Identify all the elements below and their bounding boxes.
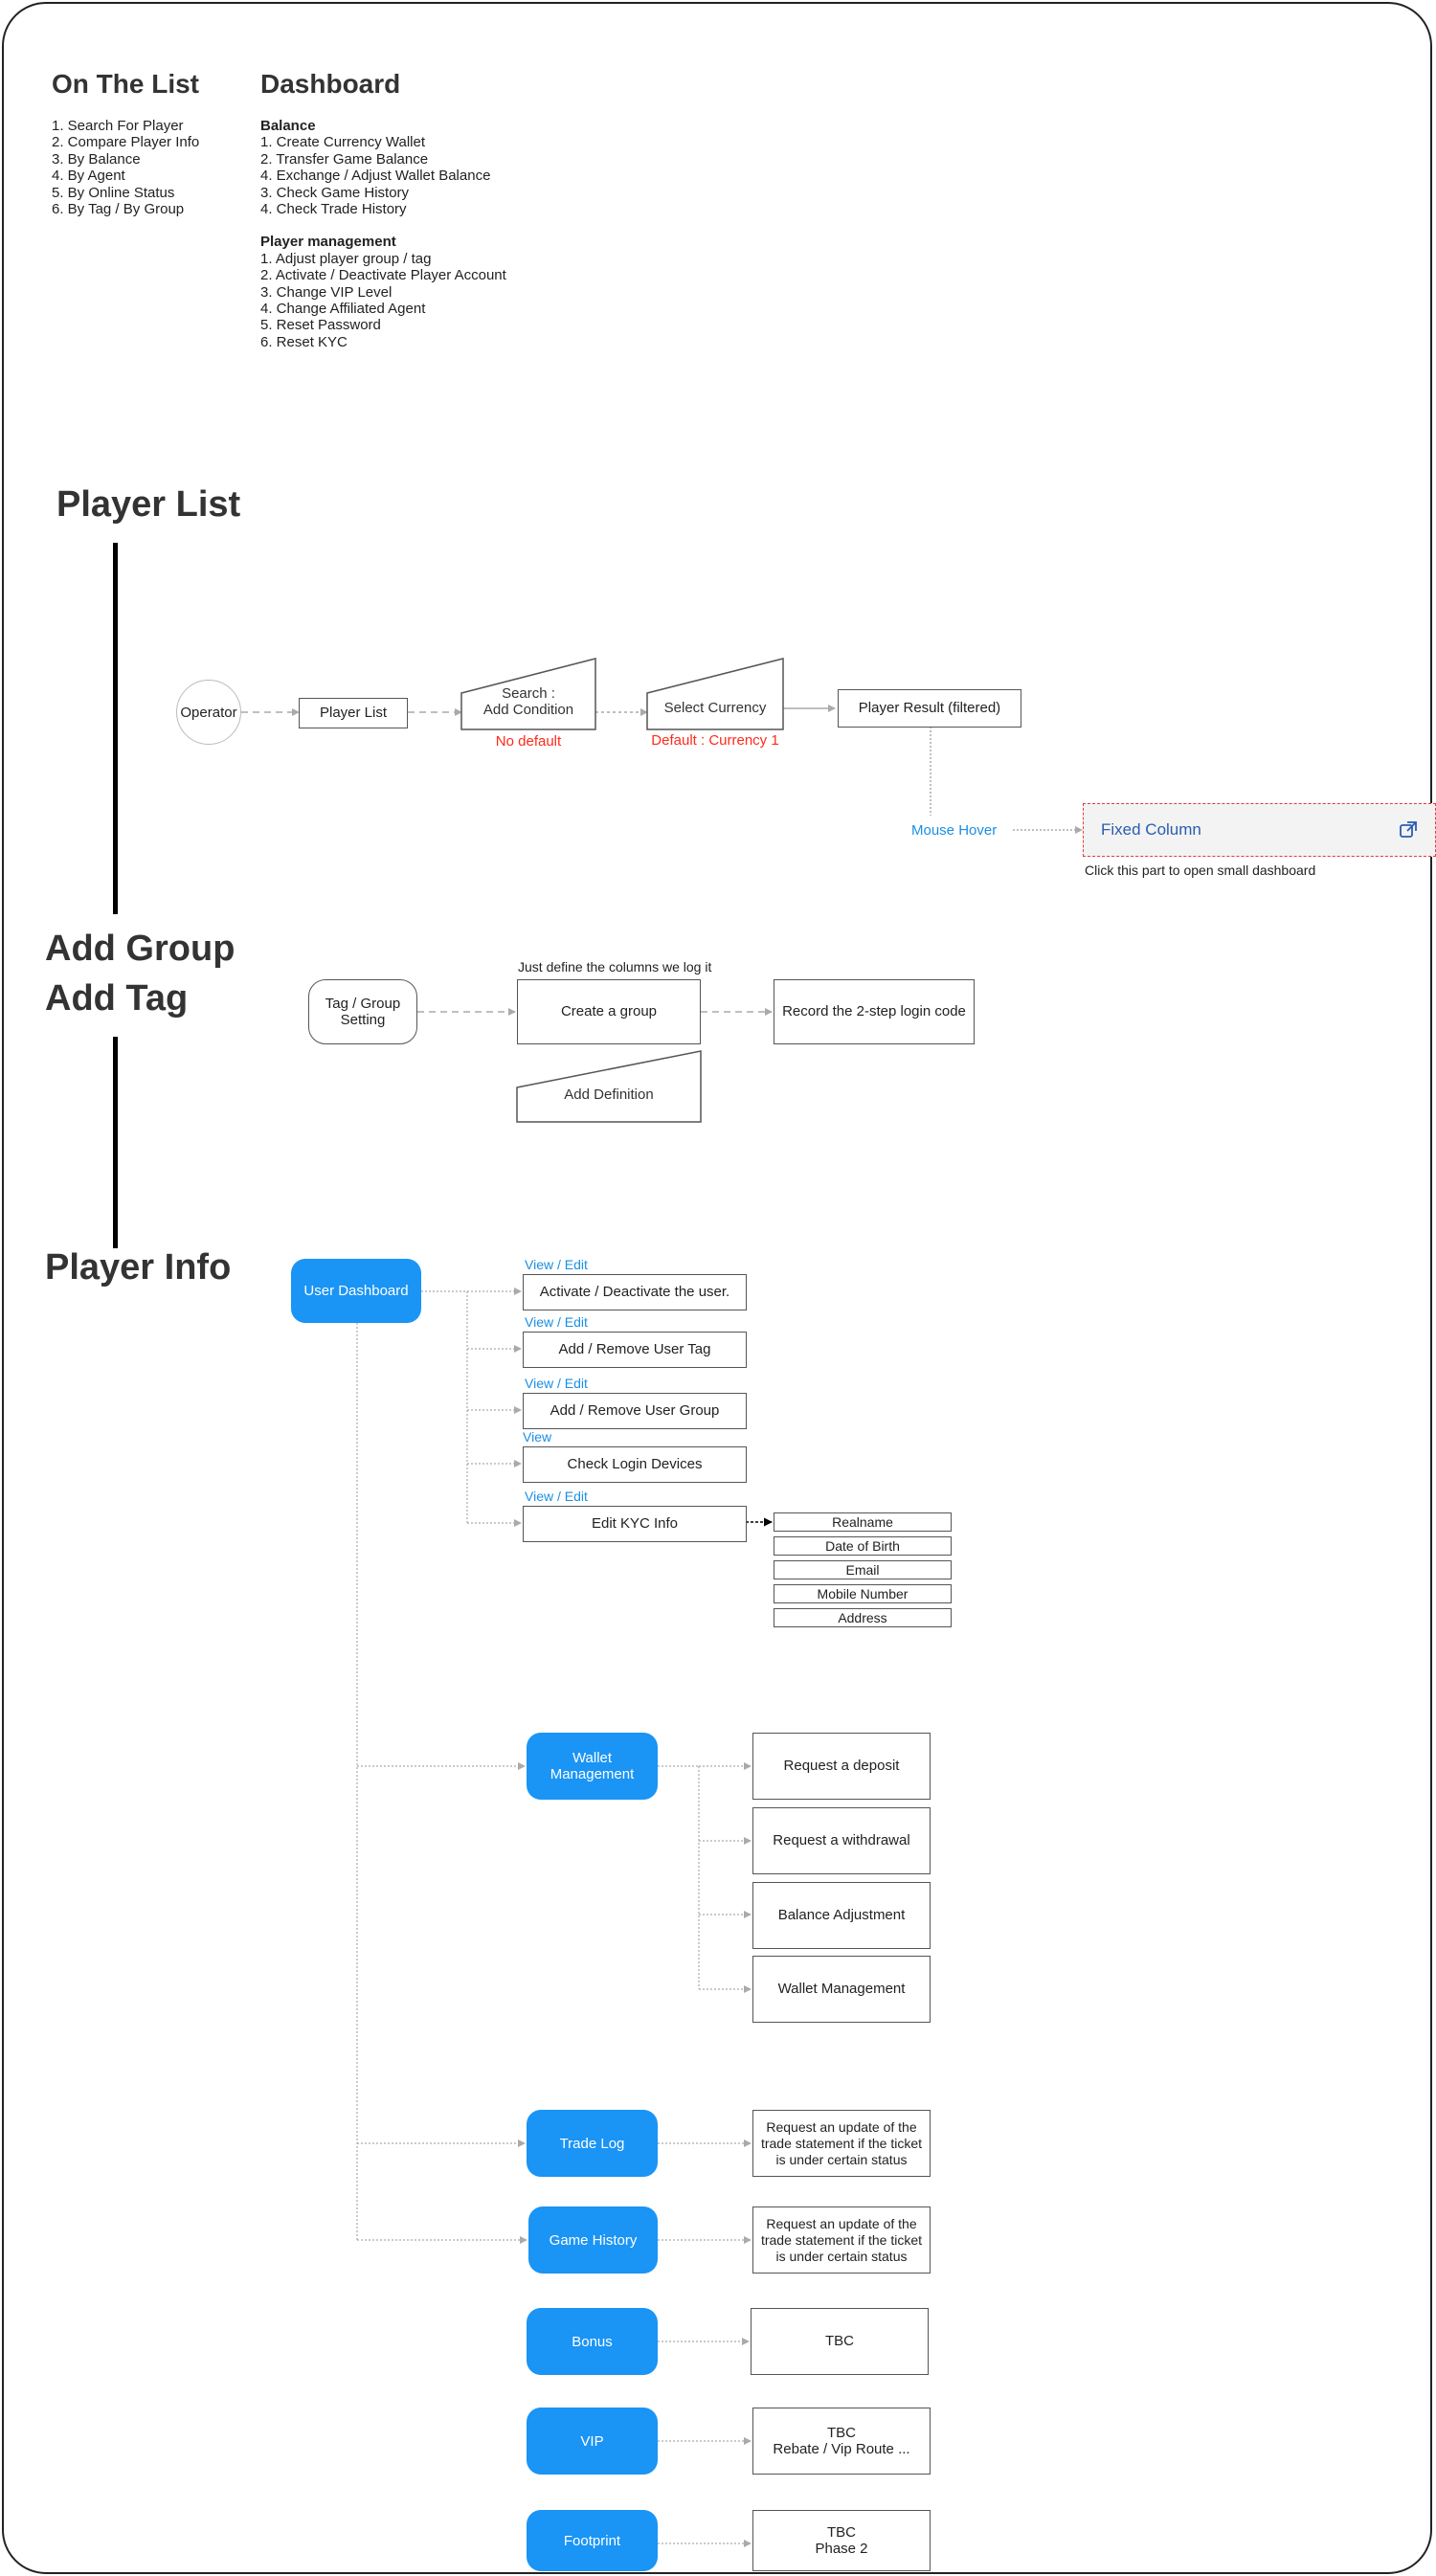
kyc-field: Address (774, 1608, 952, 1627)
vip-node: VIP (527, 2408, 658, 2475)
create-group-node: Create a group (517, 979, 701, 1044)
activate-user-node: Activate / Deactivate the user. (523, 1274, 747, 1310)
trade-log-node: Trade Log (527, 2110, 658, 2177)
add-definition-shape (516, 1050, 702, 1123)
list-item: 5. Reset Password (260, 317, 381, 334)
list-item: 4. Check Trade History (260, 201, 407, 218)
search-default-note: No default (495, 733, 562, 750)
vip-action-node: TBC Rebate / Vip Route ... (752, 2408, 931, 2475)
permission-label: View / Edit (525, 1314, 588, 1330)
fixed-column-note: Click this part to open small dashboard (1085, 862, 1316, 878)
list-item: 3. Check Game History (260, 184, 410, 201)
on-the-list-title: On The List (52, 69, 199, 99)
bonus-node: Bonus (527, 2308, 658, 2375)
wallet-management-action-node: Wallet Management (752, 1956, 931, 2023)
operator-node: Operator (176, 680, 241, 745)
kyc-field: Mobile Number (774, 1584, 952, 1603)
section-divider (113, 1037, 118, 1248)
external-link-icon[interactable] (1399, 820, 1418, 840)
select-currency-label: Select Currency (663, 700, 767, 716)
list-item: 2. Transfer Game Balance (260, 150, 429, 168)
footprint-node: Footprint (527, 2510, 658, 2571)
section-player-list: Player List (56, 484, 241, 525)
define-columns-note: Just define the columns we log it (518, 959, 712, 974)
trade-log-action-node: Request an update of the trade statement… (752, 2110, 931, 2177)
list-item: 4. Exchange / Adjust Wallet Balance (260, 168, 491, 185)
record-login-code-node: Record the 2-step login code (774, 979, 975, 1044)
list-item: 3. Change VIP Level (260, 283, 393, 301)
list-item: 2. Compare Player Info (52, 134, 200, 151)
list-item: 4. By Agent (52, 168, 125, 185)
add-definition-label: Add Definition (564, 1086, 654, 1103)
list-item: 1. Search For Player (52, 118, 184, 134)
player-management-heading: Player management (260, 234, 396, 251)
list-item: 5. By Online Status (52, 184, 175, 201)
user-tag-node: Add / Remove User Tag (523, 1332, 747, 1368)
list-item: 3. By Balance (52, 150, 141, 168)
balance-adjustment-node: Balance Adjustment (752, 1882, 931, 1949)
section-add-group: Add Group (45, 929, 236, 969)
list-item: 6. Reset KYC (260, 333, 348, 350)
kyc-info-node: Edit KYC Info (523, 1506, 747, 1542)
search-node-label: Search : Add Condition (482, 685, 574, 718)
deposit-node: Request a deposit (752, 1733, 931, 1800)
search-shape (460, 658, 596, 730)
list-item: 2. Activate / Deactivate Player Account (260, 267, 506, 284)
section-player-info: Player Info (45, 1247, 232, 1288)
list-item: 1. Adjust player group / tag (260, 250, 432, 267)
dashboard-items: Balance 1. Create Currency Wallet 2. Tra… (260, 118, 506, 350)
currency-default-note: Default : Currency 1 (651, 732, 779, 749)
user-group-node: Add / Remove User Group (523, 1393, 747, 1429)
list-item: 6. By Tag / By Group (52, 201, 185, 218)
kyc-field: Realname (774, 1512, 952, 1532)
select-currency-shape (646, 658, 784, 730)
withdrawal-node: Request a withdrawal (752, 1807, 931, 1874)
user-dashboard-node: User Dashboard (291, 1259, 421, 1323)
permission-label: View / Edit (525, 1376, 588, 1391)
game-history-action-node: Request an update of the trade statement… (752, 2206, 931, 2274)
kyc-field: Email (774, 1560, 952, 1579)
tag-group-setting-node: Tag / Group Setting (308, 979, 417, 1044)
permission-label: View (523, 1429, 552, 1445)
wallet-management-node: Wallet Management (527, 1733, 658, 1800)
fixed-column-label: Fixed Column (1101, 820, 1201, 839)
footprint-action-node: TBC Phase 2 (752, 2510, 931, 2571)
game-history-node: Game History (528, 2206, 658, 2274)
fixed-column-area[interactable]: Fixed Column (1083, 803, 1436, 857)
bonus-action-node: TBC (751, 2308, 929, 2375)
balance-heading: Balance (260, 118, 316, 134)
permission-label: View / Edit (525, 1257, 588, 1272)
list-item: 1. Create Currency Wallet (260, 134, 426, 151)
section-add-tag: Add Tag (45, 978, 189, 1019)
dashboard-title: Dashboard (260, 69, 401, 99)
kyc-field: Date of Birth (774, 1536, 952, 1556)
login-devices-node: Check Login Devices (523, 1446, 747, 1483)
list-item: 4. Change Affiliated Agent (260, 301, 426, 318)
permission-label: View / Edit (525, 1489, 588, 1504)
on-the-list-items: 1. Search For Player 2. Compare Player I… (52, 118, 199, 217)
section-divider (113, 543, 118, 914)
player-list-node: Player List (299, 698, 408, 728)
player-result-node: Player Result (filtered) (838, 689, 1021, 728)
mouse-hover-label: Mouse Hover (911, 822, 998, 839)
